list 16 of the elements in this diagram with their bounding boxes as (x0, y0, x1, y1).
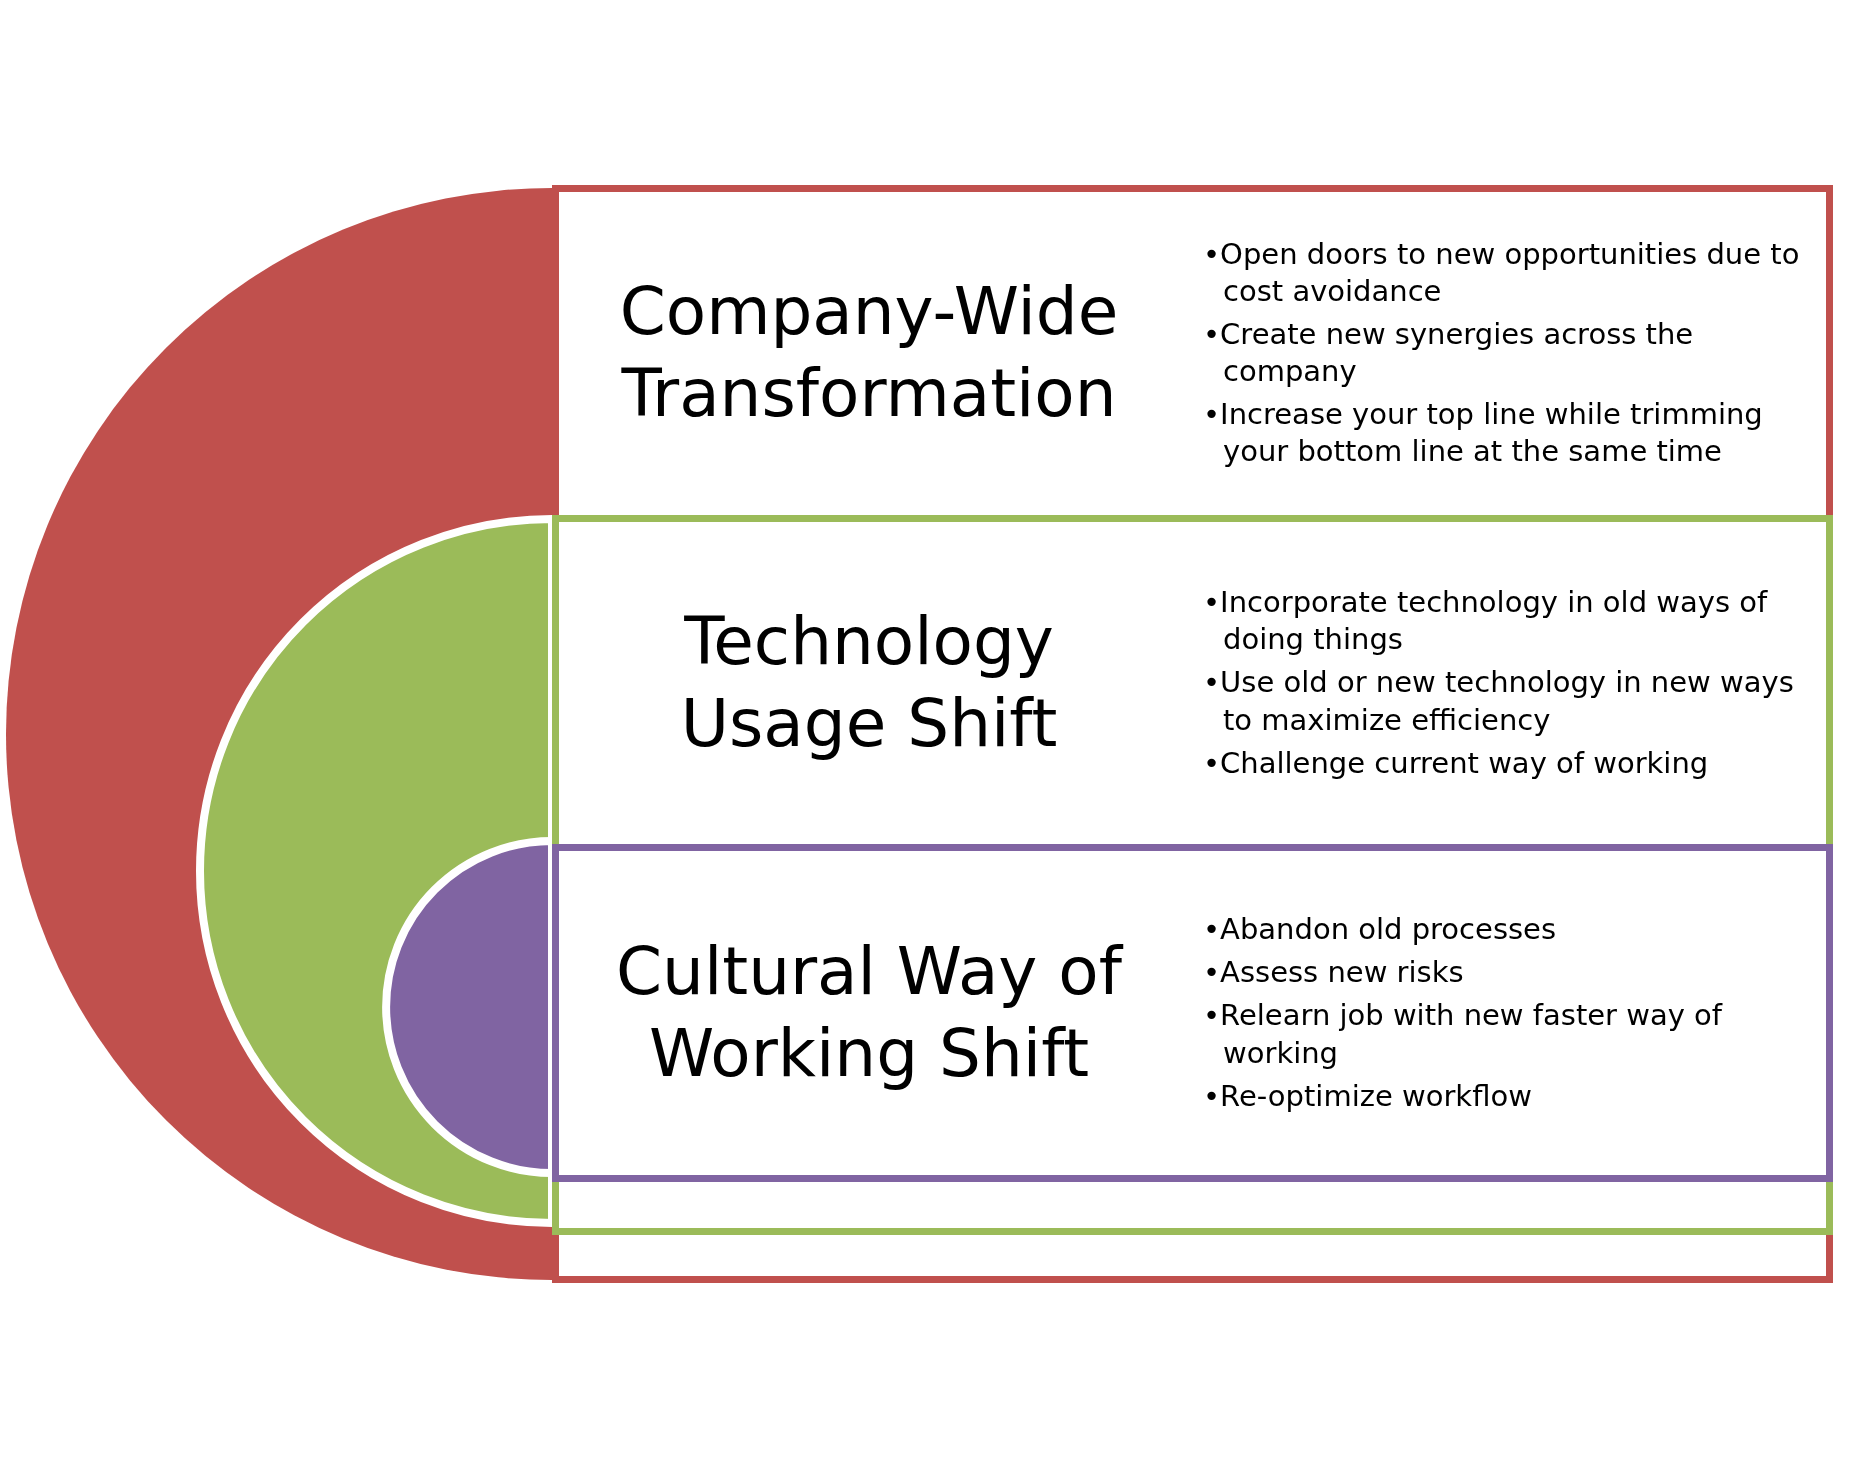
band-box (552, 185, 1833, 1283)
bullet-item: •Open doors to new opportunities due to cost avoidance (1203, 235, 1801, 310)
bullet-item: •Incorporate technology in old ways of doing things (1203, 584, 1769, 659)
bullet-item: •Create new synergies across the company (1203, 315, 1695, 390)
bullet-item: •Assess new risks (1203, 954, 1465, 992)
band-box (552, 515, 1833, 1235)
bullet-item: •Relearn job with new faster way of working (1203, 997, 1724, 1072)
band-heading: Company-Wide Transformation (618, 271, 1120, 434)
bullet-item: •Use old or new technology in new ways to maximize efficiency (1203, 664, 1795, 739)
band-heading: Technology Usage Shift (679, 601, 1059, 764)
band-box (552, 844, 1833, 1182)
band-heading: Cultural Way of Working Shift (615, 931, 1125, 1094)
bullet-item: •Challenge current way of working (1203, 744, 1710, 782)
bullet-item: •Re-optimize workflow (1203, 1077, 1533, 1115)
bullet-item: •Increase your top line while trimming your bottom line at the same time (1203, 396, 1764, 471)
bullet-item: •Abandon old processes (1203, 911, 1558, 949)
